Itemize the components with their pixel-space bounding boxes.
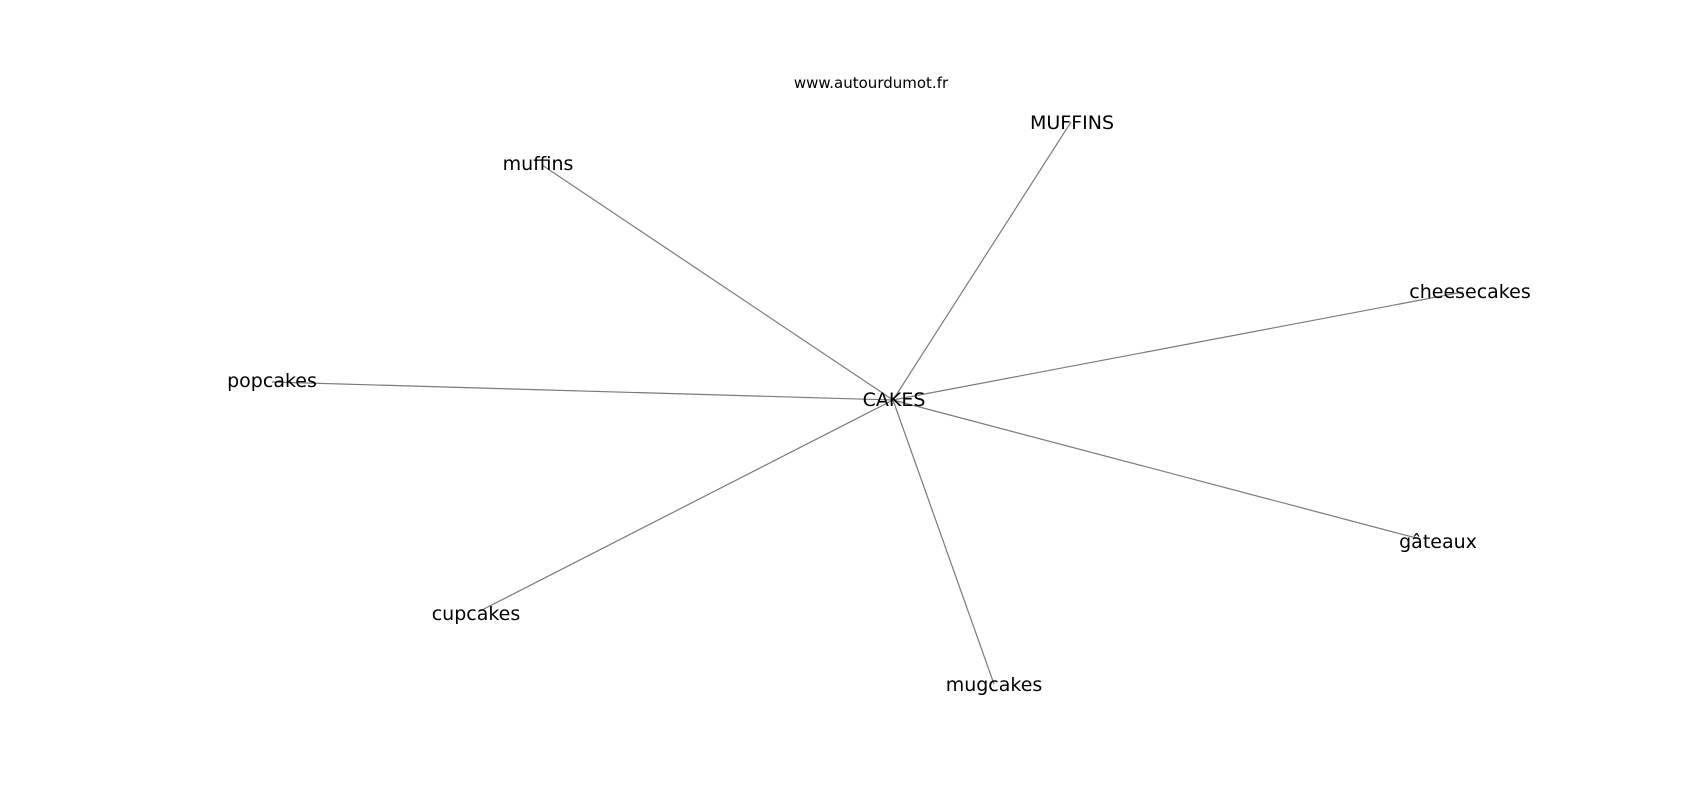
node-label-cheesecakes: cheesecakes: [1409, 281, 1530, 303]
edge-cakes-gateaux: [892, 399, 1421, 540]
node-label-mugcakes: mugcakes: [946, 674, 1043, 696]
edge-cakes-muffins-lower: [541, 164, 894, 401]
node-label-popcakes: popcakes: [227, 370, 317, 392]
node-label-muffins-upper: MUFFINS: [1030, 112, 1114, 134]
edge-cakes-muffins-upper: [892, 121, 1072, 401]
edges: [271, 121, 1464, 685]
node-label-gateaux: gâteaux: [1399, 531, 1477, 553]
edge-cakes-popcakes: [271, 381, 894, 401]
node-label-muffins-lower: muffins: [503, 153, 574, 175]
center-node-label: CAKES: [863, 389, 926, 411]
edge-cakes-mugcakes: [892, 399, 995, 685]
edge-cakes-cheesecakes: [892, 291, 1464, 401]
labels: www.autourdumot.fr CAKES muffins MUFFINS…: [227, 74, 1531, 696]
watermark-text: www.autourdumot.fr: [794, 74, 949, 92]
edge-cakes-cupcakes: [477, 399, 894, 613]
node-label-cupcakes: cupcakes: [432, 603, 521, 625]
